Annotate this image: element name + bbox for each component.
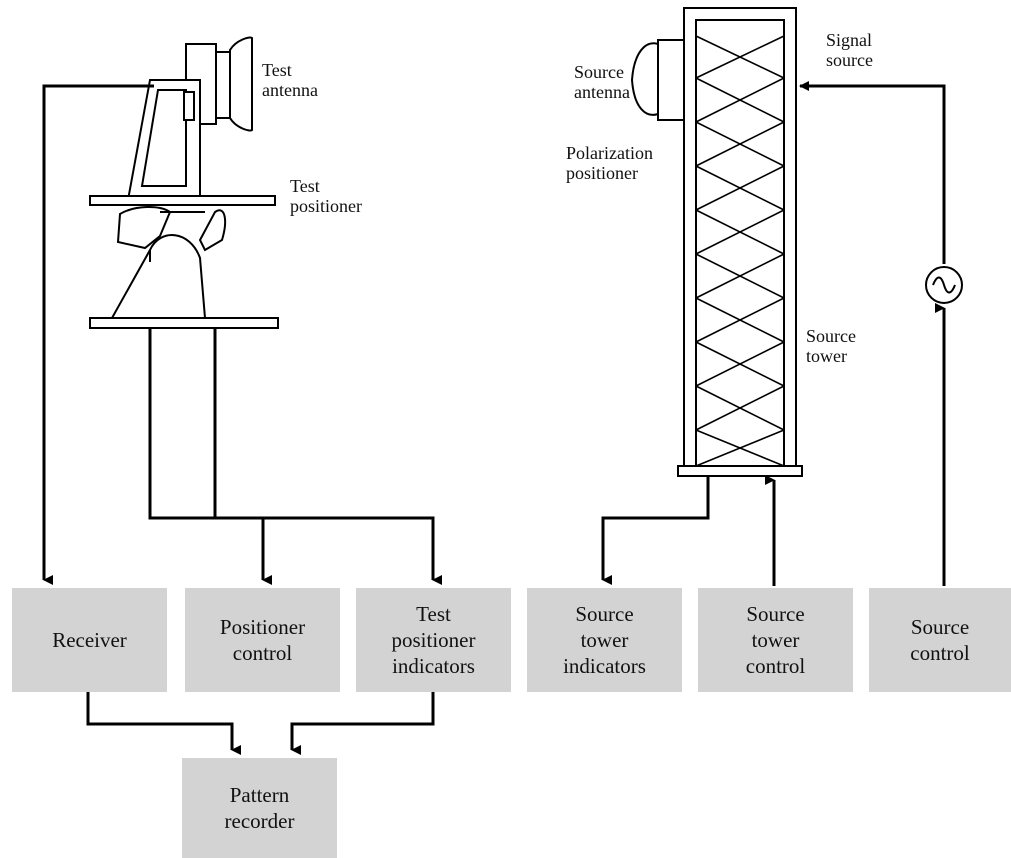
- source-antenna-assembly: [630, 39, 685, 121]
- label-test-antenna: Test antenna: [262, 60, 318, 100]
- label-polarization-positioner: Polarization positioner: [566, 143, 653, 183]
- label-source-antenna: Source antenna: [574, 62, 630, 102]
- receiver-box: Receiver: [12, 588, 167, 692]
- source-tower-control-label: Source tower control: [745, 602, 806, 678]
- positioner-control-label: Positioner control: [219, 615, 306, 665]
- sine-source-icon: [925, 266, 963, 304]
- pattern-recorder-label: Pattern recorder: [224, 783, 295, 833]
- source-tower-indicators-box: Source tower indicators: [527, 588, 682, 692]
- test-connections: [42, 84, 442, 755]
- source-control-box: Source control: [869, 588, 1011, 692]
- test-positioner-indicators-label: Test positioner indicators: [391, 602, 476, 678]
- receiver-label: Receiver: [52, 628, 127, 652]
- source-control-label: Source control: [910, 615, 970, 665]
- source-tower-indicators-label: Source tower indicators: [563, 602, 646, 678]
- label-signal-source: Signal source: [826, 30, 873, 70]
- test-positioner-indicators-box: Test positioner indicators: [356, 588, 511, 692]
- source-connections: [601, 81, 946, 586]
- source-tower: [677, 7, 803, 477]
- pattern-recorder-box: Pattern recorder: [182, 758, 337, 858]
- test-antenna-assembly: [89, 36, 279, 329]
- source-tower-control-box: Source tower control: [698, 588, 853, 692]
- label-source-tower: Source tower: [806, 326, 856, 366]
- positioner-control-box: Positioner control: [185, 588, 340, 692]
- label-test-positioner: Test positioner: [290, 176, 362, 216]
